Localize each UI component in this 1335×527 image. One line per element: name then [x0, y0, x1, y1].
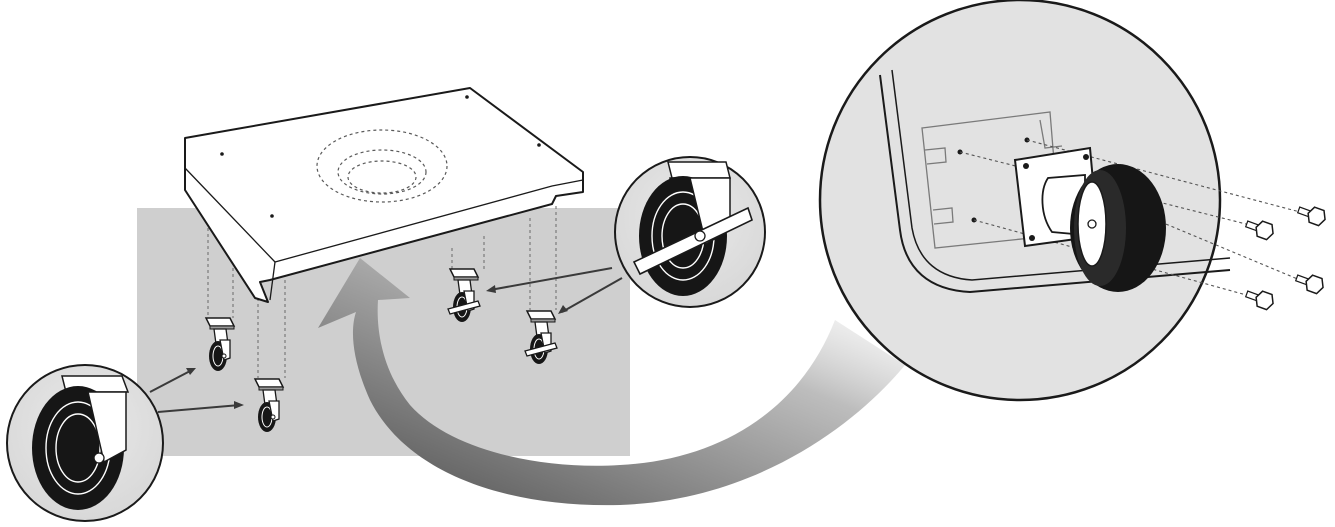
detail-fixed-caster	[7, 365, 163, 521]
detail-braked-caster	[615, 157, 765, 307]
mounting-screw-icon	[1244, 202, 1328, 311]
zoom-detail-mounting	[820, 0, 1300, 400]
